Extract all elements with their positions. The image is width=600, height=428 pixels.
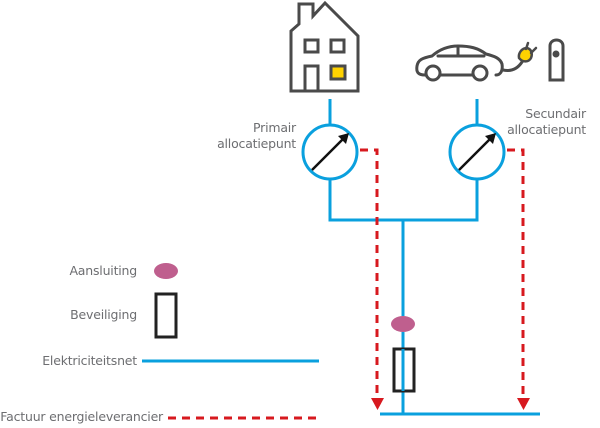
electric-car-icon: [415, 44, 524, 82]
legend: Aansluiting Beveiliging Elektriciteitsne…: [0, 263, 319, 424]
network-lines: [328, 99, 540, 416]
meter-arrow-icon: [338, 133, 349, 144]
primary-meter: [301, 123, 359, 181]
secondary-meter-label-line1: Secundair: [525, 106, 587, 121]
legend-fuse-marker: [154, 292, 178, 339]
legend-connection-marker: [154, 263, 178, 279]
secondary-meter: [448, 123, 506, 181]
invoice-lines: [360, 148, 525, 402]
charging-station-icon: [548, 38, 565, 82]
connection-marker: [391, 316, 415, 332]
invoice-arrow-icon: [371, 398, 384, 410]
legend-fuse-label: Beveiliging: [70, 307, 137, 322]
legend-network-label: Elektriciteitsnet: [42, 353, 137, 368]
secondary-meter-label-line2: allocatiepunt: [507, 122, 586, 137]
primary-meter-label-line1: Primair: [253, 120, 297, 135]
primary-meter-label-line2: allocatiepunt: [217, 136, 296, 151]
house-icon: [289, 0, 360, 93]
legend-connection-label: Aansluiting: [69, 263, 137, 278]
plug-icon: [517, 41, 538, 63]
meter-arrow-icon: [485, 133, 496, 144]
legend-invoice-label: Factuur energieleverancier: [0, 409, 164, 424]
invoice-arrow-icon: [517, 398, 530, 410]
